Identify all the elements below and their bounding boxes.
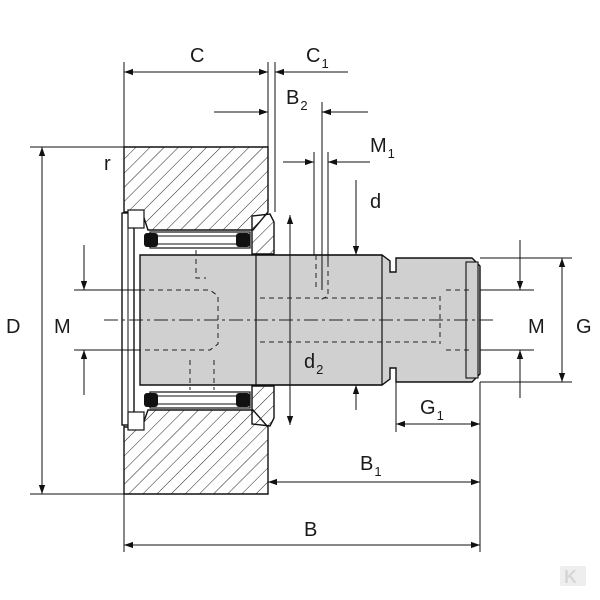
label-d2-main: d	[304, 351, 315, 373]
dimension-labels: C C1 B2 M1 r d D M M G d2 G1 B1 B	[6, 45, 592, 541]
label-d2-sub: 2	[316, 362, 323, 377]
label-B: B	[304, 519, 317, 541]
label-G1-sub: 1	[437, 408, 444, 423]
watermark-mark: K	[564, 567, 577, 587]
label-M1: M1	[370, 135, 395, 161]
dimension-lines	[30, 62, 572, 552]
label-G: G	[576, 316, 592, 338]
label-r: r	[104, 153, 111, 175]
needle-roller-upper	[144, 231, 251, 249]
watermark-logo: K	[560, 566, 586, 587]
label-d2: d2	[304, 351, 323, 377]
label-B1: B1	[360, 453, 382, 479]
label-C: C	[190, 45, 204, 67]
label-B2: B2	[286, 87, 308, 113]
outer-ring	[123, 146, 269, 495]
label-M1-main: M	[370, 135, 387, 157]
left-flange	[121, 209, 145, 431]
label-G1-main: G	[420, 397, 436, 419]
label-B2-sub: 2	[300, 98, 307, 113]
right-washer-upper	[251, 213, 275, 255]
label-B1-sub: 1	[374, 464, 381, 479]
label-d: d	[370, 191, 381, 213]
label-D: D	[6, 316, 20, 338]
label-G1: G1	[420, 397, 444, 423]
label-C1-sub: 1	[321, 56, 328, 71]
watermark-box	[560, 566, 586, 586]
label-M-right: M	[528, 316, 545, 338]
label-C1-main: C	[306, 45, 320, 67]
right-washer-lower	[251, 385, 275, 427]
needle-roller-lower	[144, 391, 251, 409]
label-M1-sub: 1	[388, 146, 395, 161]
label-B2-main: B	[286, 87, 299, 109]
label-C1: C1	[306, 45, 329, 71]
label-B1-main: B	[360, 453, 373, 475]
label-M-left: M	[54, 316, 71, 338]
